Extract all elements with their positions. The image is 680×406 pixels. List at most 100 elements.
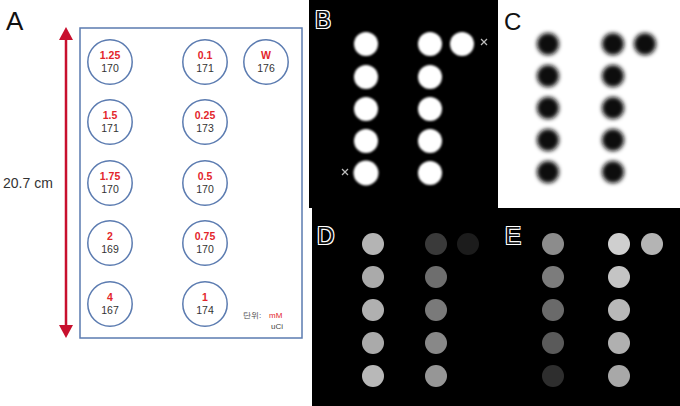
concentration-value: 1.75 xyxy=(100,170,120,183)
dimension-arrowhead xyxy=(59,325,73,338)
activity-value: 170 xyxy=(196,183,214,196)
phantom-vial: 4167 xyxy=(87,281,133,327)
concentration-value: 1 xyxy=(202,291,208,304)
phantom-spot xyxy=(608,365,630,387)
phantom-spot xyxy=(418,32,442,56)
phantom-spot xyxy=(608,266,630,288)
activity-value: 170 xyxy=(101,183,119,196)
concentration-value: 0.5 xyxy=(198,170,213,183)
phantom-spot xyxy=(634,33,656,55)
activity-value: 171 xyxy=(101,122,119,135)
phantom-spot xyxy=(542,365,564,387)
activity-value: 171 xyxy=(196,62,214,75)
vial-circle xyxy=(183,282,227,326)
activity-value: 174 xyxy=(196,304,214,317)
marker-cross xyxy=(342,169,348,175)
phantom-outline xyxy=(80,28,302,338)
marker-cross xyxy=(481,39,487,45)
marker-cross xyxy=(481,39,487,45)
phantom-spot xyxy=(542,266,564,288)
concentration-value: 0.75 xyxy=(195,230,215,243)
phantom-spot xyxy=(425,365,447,387)
phantom-spot xyxy=(418,97,442,121)
phantom-spot xyxy=(542,233,564,255)
concentration-value: 0.25 xyxy=(195,109,215,122)
annotation-text: uCi xyxy=(271,323,283,331)
phantom-vial: 1.25170 xyxy=(87,39,133,85)
dimension-line xyxy=(65,36,68,329)
phantom-spot xyxy=(608,233,630,255)
panel-letter: C xyxy=(504,10,521,34)
phantom-spot xyxy=(602,65,624,87)
concentration-value: 1.5 xyxy=(103,109,118,122)
annotation-text: mM xyxy=(269,312,282,320)
vial-circle xyxy=(183,40,227,84)
vial-circle xyxy=(88,161,132,205)
phantom-spot xyxy=(457,233,479,255)
phantom-vial: 2169 xyxy=(87,220,133,266)
dimension-arrowhead xyxy=(59,27,73,40)
phantom-spot xyxy=(641,233,663,255)
phantom-spot xyxy=(602,129,624,151)
phantom-spot xyxy=(362,332,384,354)
vial-circle xyxy=(88,100,132,144)
vial-circle xyxy=(244,40,288,84)
phantom-spot xyxy=(362,266,384,288)
marker-cross xyxy=(342,169,348,175)
phantom-spot xyxy=(418,161,442,185)
concentration-value: 4 xyxy=(107,291,113,304)
vial-circle xyxy=(183,100,227,144)
phantom-spot xyxy=(425,233,447,255)
phantom-vial: 1.5171 xyxy=(87,99,133,145)
activity-value: 169 xyxy=(101,243,119,256)
concentration-value: 2 xyxy=(107,230,113,243)
panel-letter: E xyxy=(505,224,521,248)
activity-value: 167 xyxy=(101,304,119,317)
phantom-spot xyxy=(537,33,559,55)
phantom-spot xyxy=(542,332,564,354)
image-panel xyxy=(309,0,498,208)
image-panel xyxy=(500,208,680,406)
vial-circle xyxy=(88,40,132,84)
phantom-spot xyxy=(537,129,559,151)
phantom-spot xyxy=(354,65,378,89)
phantom-spot xyxy=(362,365,384,387)
vial-circle xyxy=(88,221,132,265)
annotation-text: 단위: xyxy=(243,312,261,320)
phantom-vial: 0.75170 xyxy=(182,220,228,266)
activity-value: 173 xyxy=(196,122,214,135)
phantom-spot xyxy=(362,299,384,321)
panel-letter: B xyxy=(315,8,331,32)
vial-circle xyxy=(183,161,227,205)
vial-circle xyxy=(183,221,227,265)
concentration-value: 0.1 xyxy=(198,49,213,62)
phantom-spot xyxy=(602,97,624,119)
phantom-spot xyxy=(362,233,384,255)
concentration-value: W xyxy=(261,49,271,62)
phantom-spot xyxy=(425,332,447,354)
phantom-spot xyxy=(602,33,624,55)
phantom-spot xyxy=(418,65,442,89)
activity-value: 170 xyxy=(196,243,214,256)
phantom-vial: 0.1171 xyxy=(182,39,228,85)
phantom-spot xyxy=(537,97,559,119)
phantom-vial: 0.25173 xyxy=(182,99,228,145)
image-panel xyxy=(312,208,500,406)
activity-value: 176 xyxy=(257,62,275,75)
phantom-spot xyxy=(602,161,624,183)
phantom-spot xyxy=(608,332,630,354)
phantom-spot xyxy=(425,266,447,288)
phantom-spot xyxy=(450,32,474,56)
phantom-spot xyxy=(354,129,378,153)
phantom-vial: 0.5170 xyxy=(182,160,228,206)
annotation-text: 20.7 cm xyxy=(3,176,53,190)
phantom-vial: 1174 xyxy=(182,281,228,327)
phantom-spot xyxy=(354,32,378,56)
phantom-spot xyxy=(542,299,564,321)
phantom-vial: 1.75170 xyxy=(87,160,133,206)
phantom-spot xyxy=(354,161,379,186)
activity-value: 170 xyxy=(101,62,119,75)
phantom-spot xyxy=(537,161,559,183)
vial-circle xyxy=(88,282,132,326)
